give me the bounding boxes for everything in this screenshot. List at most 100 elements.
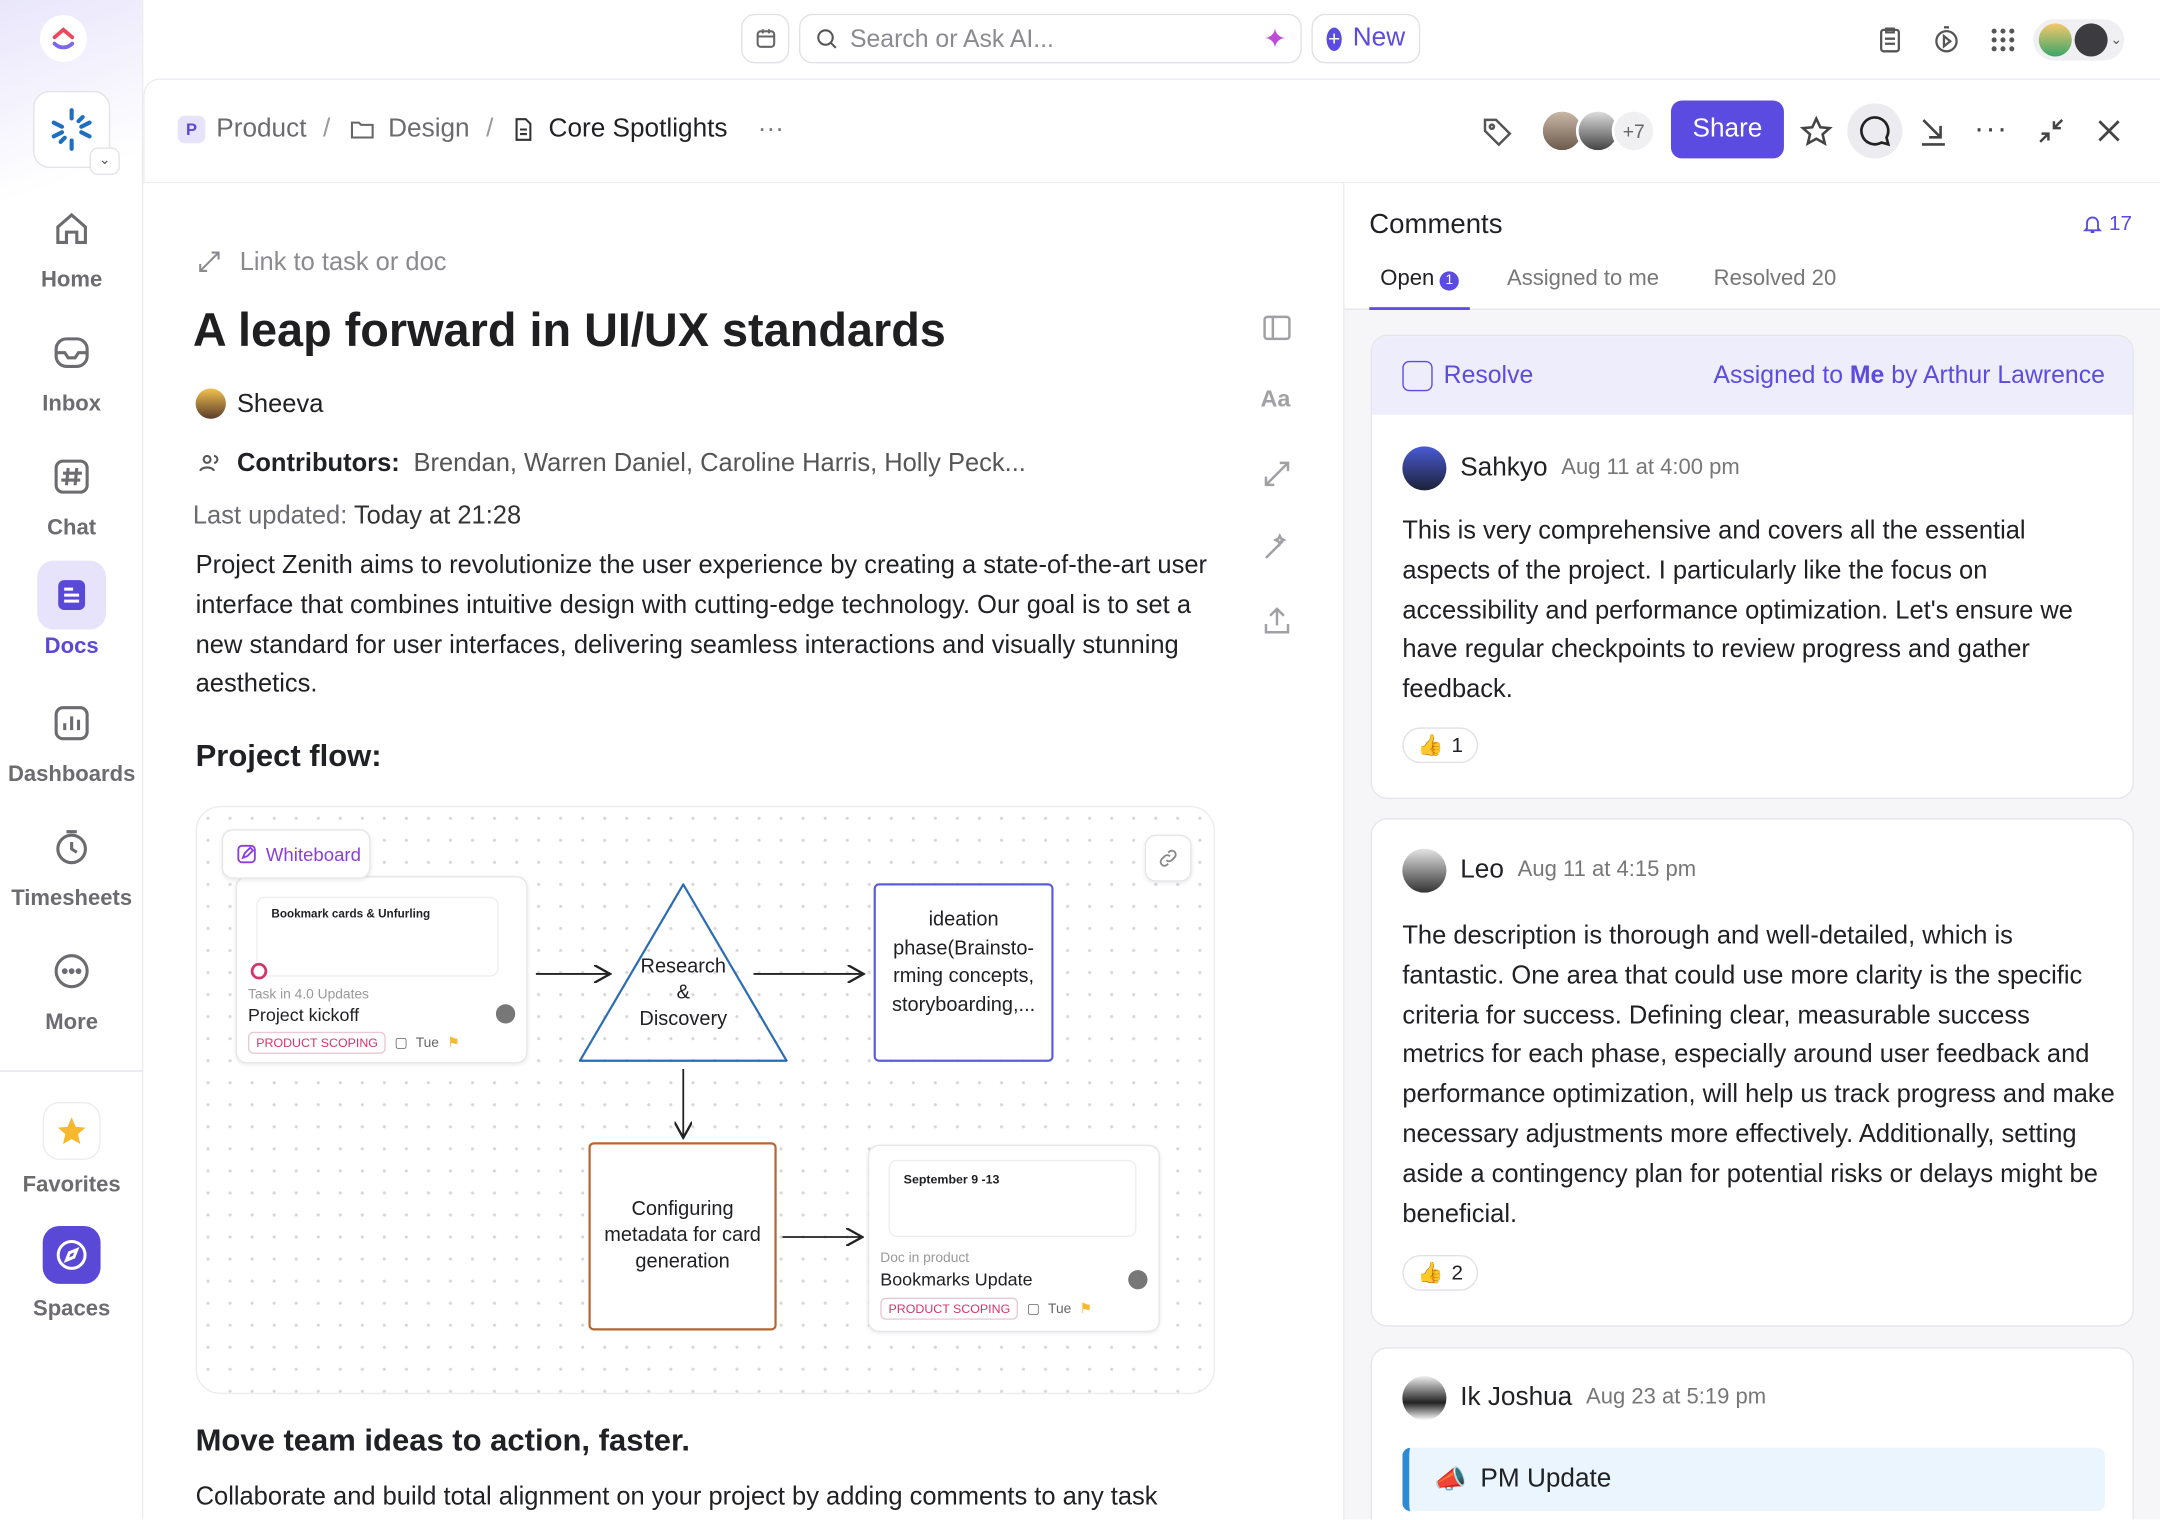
star-icon[interactable]: [1799, 114, 1833, 148]
ai-sparkle-icon[interactable]: ✦: [1263, 24, 1287, 55]
contributors-list: Brendan, Warren Daniel, Caroline Harris,…: [413, 447, 1026, 477]
apps-grid-icon[interactable]: [1988, 25, 2018, 55]
avatar: [2038, 23, 2072, 57]
comment-time: Aug 23 at 5:19 pm: [1586, 1385, 1767, 1410]
comment-thread: Leo Aug 11 at 4:15 pm The description is…: [1370, 818, 2134, 1327]
sidebar-item-home[interactable]: Home: [0, 194, 143, 293]
collapse-icon[interactable]: [2035, 114, 2068, 147]
link-task-button[interactable]: Link to task or doc: [196, 247, 447, 277]
calendar-icon: [755, 29, 775, 48]
reaction-button[interactable]: 👍1: [1402, 727, 1479, 764]
chart-icon: [37, 689, 106, 758]
card-title: Bookmarks Update: [880, 1268, 1033, 1290]
clock-icon: [37, 813, 106, 882]
doc-header: P Product / Design / Core Spotlights ···: [143, 78, 2160, 184]
calendar-icon: ▢: [1026, 1301, 1040, 1317]
text-format-button[interactable]: Aa: [1260, 385, 1291, 412]
resolve-checkbox[interactable]: [1402, 360, 1433, 391]
chevron-down-icon[interactable]: ⌄: [89, 147, 120, 175]
workspace-switcher[interactable]: [33, 90, 111, 169]
whiteboard-label: Whiteboard: [221, 829, 371, 879]
section-text: Collaborate and build total alignment on…: [195, 1480, 1158, 1510]
avatar: [1128, 1270, 1148, 1290]
reaction-button[interactable]: 👍2: [1402, 1254, 1479, 1291]
extra-members-count: +7: [1611, 108, 1656, 153]
research-discovery-node[interactable]: Research&Discovery: [639, 955, 728, 1030]
tab-resolved[interactable]: Resolved 20: [1713, 267, 1837, 291]
sidebar-item-docs[interactable]: Docs: [0, 560, 143, 660]
comment-text: This is very comprehensive and covers al…: [1402, 515, 2073, 703]
breadcrumb-design[interactable]: Design: [388, 114, 470, 144]
more-options-icon[interactable]: ···: [1974, 110, 2009, 145]
sidebar-item-chat[interactable]: Chat: [0, 442, 143, 541]
avatar: [495, 1004, 516, 1024]
breadcrumb-product[interactable]: Product: [216, 114, 307, 144]
avatar: [2074, 23, 2108, 57]
due-date: Tue: [415, 1035, 439, 1051]
link-task-label: Link to task or doc: [239, 246, 447, 276]
sidebar-item-more[interactable]: More: [0, 937, 143, 1036]
contributors-label: Contributors:: [236, 447, 400, 477]
task-card-project-kickoff[interactable]: Bookmark cards & Unfurling Task in 4.0 U…: [235, 876, 528, 1064]
more-icon: [37, 937, 106, 1006]
card-subtitle: Task in 4.0 Updates: [247, 987, 369, 1003]
contributors: Contributors: Brendan, Warren Daniel, Ca…: [196, 448, 1026, 478]
app-logo[interactable]: [39, 15, 87, 62]
flow-connectors: [535, 883, 1054, 1331]
breadcrumb-current[interactable]: Core Spotlights: [548, 114, 728, 144]
share-button[interactable]: Share: [1670, 100, 1784, 159]
members-avatars[interactable]: +7: [1540, 108, 1656, 153]
record-icon: [250, 962, 268, 980]
callout-block: 📣 PM Update: [1402, 1447, 2105, 1512]
folder-icon: [350, 121, 374, 139]
avatar: [1402, 848, 1447, 893]
sidebar-item-favorites[interactable]: Favorites: [0, 1102, 143, 1198]
triangle-node-shape: [578, 883, 788, 1062]
doc-card-bookmarks-update[interactable]: September 9 -13 Doc in product Bookmarks…: [867, 1144, 1160, 1333]
due-date: Tue: [1048, 1301, 1072, 1317]
sidebar-item-dashboards[interactable]: Dashboards: [0, 689, 143, 788]
sidebar-item-label: More: [45, 1011, 98, 1035]
user-menu[interactable]: ⌄: [2033, 19, 2125, 61]
upload-icon[interactable]: [1260, 605, 1293, 638]
tab-open[interactable]: Open 1: [1369, 267, 1471, 310]
sidebar-panel-icon[interactable]: [1260, 311, 1293, 344]
search-input[interactable]: Search or Ask AI... ✦: [798, 13, 1302, 64]
close-icon[interactable]: [2092, 114, 2125, 147]
relationship-icon[interactable]: [1260, 457, 1293, 490]
flag-icon: ⚑: [1079, 1301, 1092, 1317]
breadcrumb: P Product / Design / Core Spotlights ···: [177, 114, 784, 144]
copy-link-button[interactable]: [1144, 834, 1192, 882]
notifications-button[interactable]: 17: [2081, 212, 2132, 236]
clipboard-icon[interactable]: [1875, 25, 1905, 55]
new-button[interactable]: + New: [1311, 13, 1421, 64]
download-icon[interactable]: [1916, 114, 1950, 148]
sidebar-item-spaces[interactable]: Spaces: [0, 1226, 143, 1322]
card-subtitle: Doc in product: [880, 1250, 970, 1266]
people-icon: [199, 454, 219, 472]
tab-assigned-to-me[interactable]: Assigned to me: [1507, 267, 1659, 291]
last-updated: Last updated: Today at 21:28: [192, 500, 522, 529]
magic-wand-icon[interactable]: [1260, 530, 1293, 563]
doc-author[interactable]: Sheeva: [195, 388, 323, 419]
resolve-label[interactable]: Resolve: [1443, 360, 1534, 389]
search-placeholder: Search or Ask AI...: [849, 24, 1054, 52]
timer-icon[interactable]: [1931, 25, 1961, 55]
status-tag: PRODUCT SCOPING: [880, 1297, 1019, 1320]
comments-toggle-button[interactable]: [1847, 103, 1903, 159]
sidebar-item-timesheets[interactable]: Timesheets: [0, 813, 143, 912]
sidebar-item-inbox[interactable]: Inbox: [0, 318, 143, 417]
star-icon: [42, 1102, 101, 1160]
sidebar: ⌄ Home Inbox Chat Docs Dashboards Timesh…: [0, 0, 144, 1520]
tag-icon[interactable]: [1481, 114, 1514, 147]
calendar-button[interactable]: [741, 13, 790, 64]
whiteboard-embed[interactable]: Whiteboard Bookmark cards & Unfurling Ta…: [195, 805, 1215, 1395]
callout-text: PM Update: [1480, 1464, 1612, 1494]
megaphone-icon: 📣: [1434, 1465, 1467, 1495]
avatar: [1402, 446, 1447, 491]
divider: [0, 1070, 144, 1072]
card-preview: Bookmark cards & Unfurling: [256, 896, 499, 977]
breadcrumb-more-button[interactable]: ···: [757, 114, 784, 144]
